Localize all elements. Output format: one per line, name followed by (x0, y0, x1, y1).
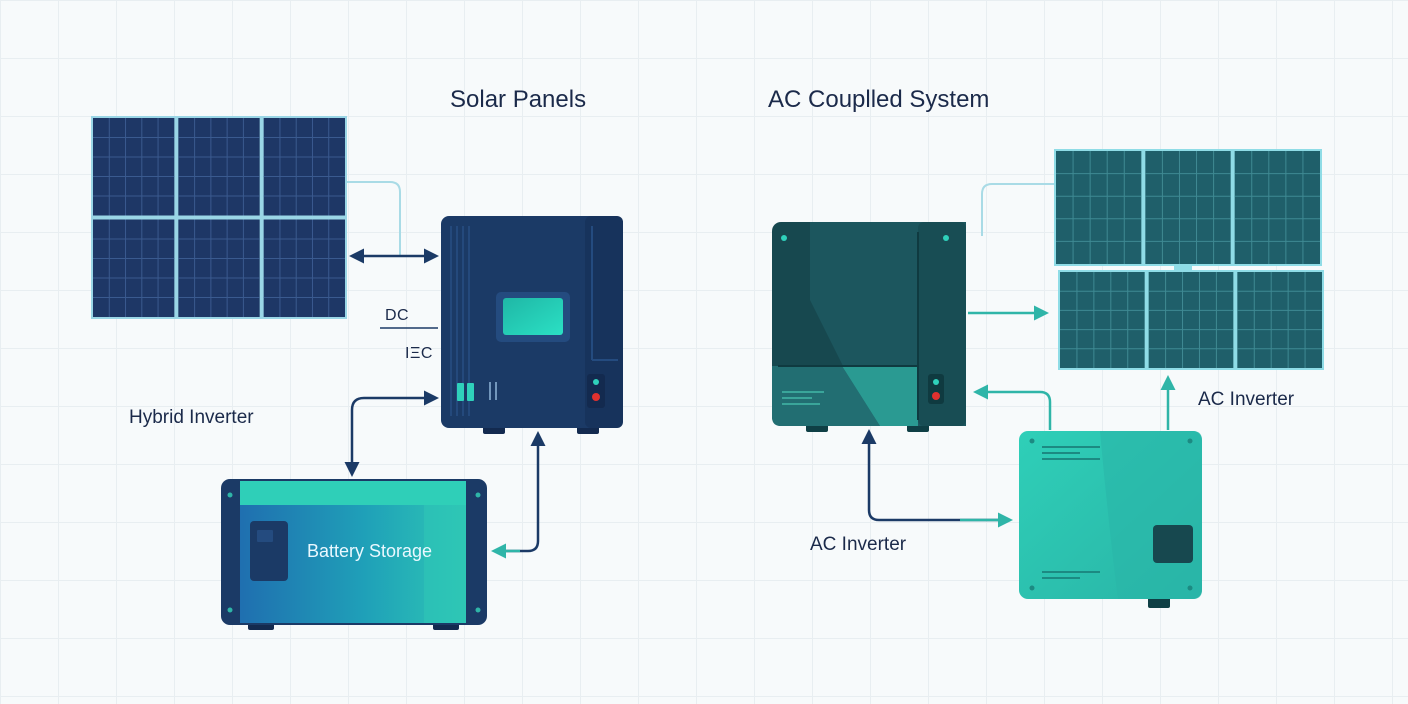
solar-panel-icon (91, 116, 347, 319)
acunit-inverter-arrow (973, 384, 1052, 430)
ac-inverter-label-bottom: AC Inverter (810, 534, 907, 555)
solar-panel-right-cells (1056, 151, 1322, 368)
hybrid-inverter-label: Hybrid Inverter (129, 407, 254, 428)
solar-cell (178, 118, 260, 216)
solar-cell (263, 219, 345, 317)
solar-panels-title: Solar Panels (450, 86, 587, 113)
inverter-battery-arrow (344, 390, 439, 477)
ac-inverter-label-right: AC Inverter (1198, 389, 1295, 410)
dc-label-upper: DC (385, 307, 410, 324)
hybrid-inverter-icon (441, 216, 623, 434)
inverter-acunit-arrow (861, 429, 1010, 522)
solar-cell (1056, 151, 1142, 264)
ac-coupled-title: AC Couplled System (768, 86, 990, 113)
battery-icon (221, 479, 487, 630)
ac-inverter-icon (772, 222, 966, 432)
solar-cell (1237, 272, 1322, 368)
solar-cell (93, 118, 175, 216)
solar-cell (178, 219, 260, 317)
solar-cell (1145, 151, 1231, 264)
solar-cell (1234, 151, 1320, 264)
panel-connector-line (347, 181, 401, 256)
battery-storage-label: Battery Storage (307, 541, 433, 561)
solar-panel-right (1054, 149, 1324, 370)
solar-cell (1060, 272, 1145, 368)
solar-cell (263, 118, 345, 216)
ac-unit-icon (1019, 431, 1202, 608)
solar-cell (1148, 272, 1234, 368)
battery-inverter-return-arrow (494, 431, 546, 553)
dc-label-lower: ΙΞC (405, 345, 433, 362)
right-connector-line (981, 183, 1055, 236)
solar-cell (93, 219, 175, 317)
solar-panel-cells (93, 118, 345, 317)
